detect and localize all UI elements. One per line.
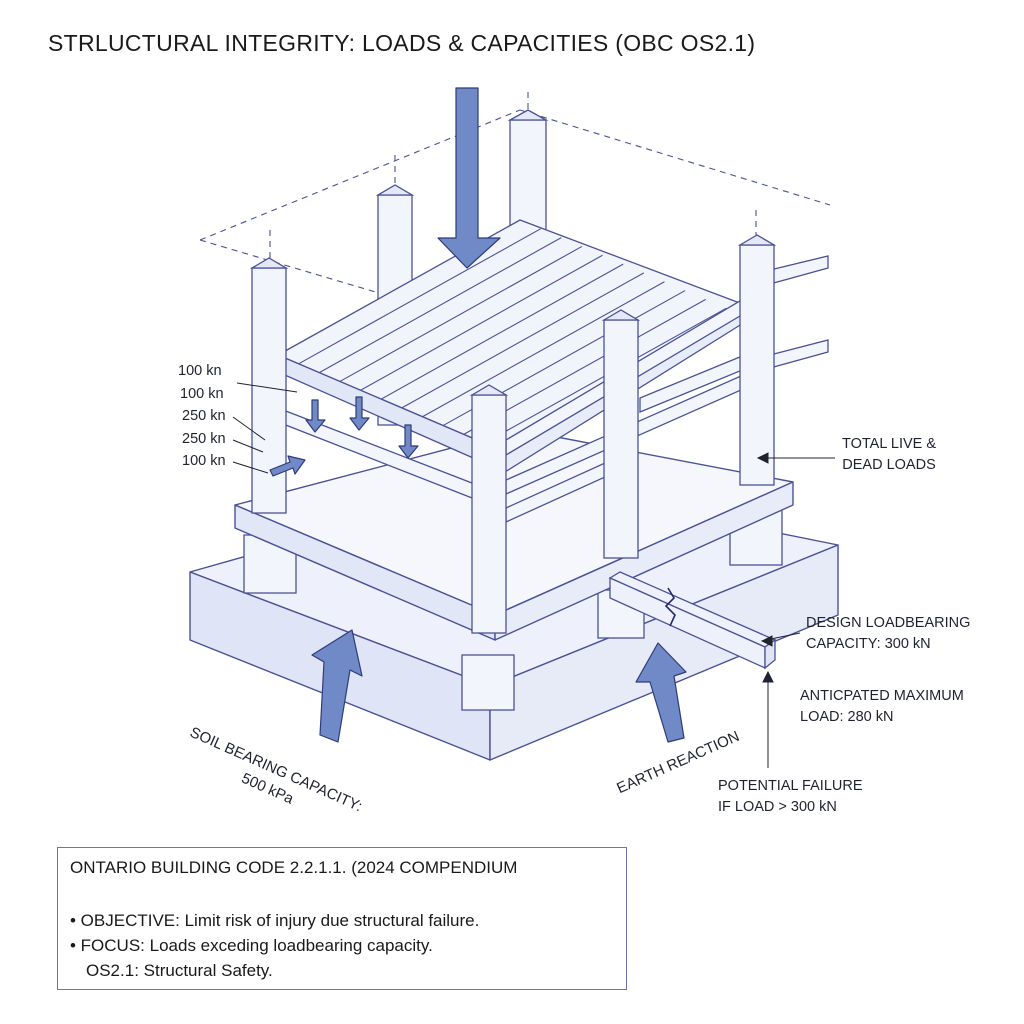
diagram-title: STRLUCTURAL INTEGRITY: LOADS & CAPACITIE… <box>48 30 756 56</box>
leader-lines <box>232 382 835 768</box>
safety-line: OS2.1: Structural Safety. <box>86 961 273 980</box>
point-load-arrow <box>349 396 370 431</box>
point-load-label: 100 kn <box>178 363 222 379</box>
code-reference-bullets: • OBJECTIVE: Limit risk of injury due st… <box>70 908 479 983</box>
total-loads-line-2: DEAD LOADS <box>842 457 936 473</box>
max-load-label: ANTICPATED MAXIMUM LOAD: 280 kN <box>800 686 964 728</box>
point-load-arrow <box>398 424 419 459</box>
top-load-arrow <box>437 87 501 269</box>
point-load-label: 100 kn <box>180 386 224 402</box>
point-load-label: 100 kn <box>182 453 226 469</box>
failure-line-2: IF LOAD > 300 kN <box>718 799 837 815</box>
platform-base <box>234 429 794 641</box>
deck-plank-line <box>422 281 665 418</box>
deck-plank-line <box>380 263 624 400</box>
total-loads-line-1: TOTAL LIVE & <box>842 436 937 452</box>
code-reference-heading: ONTARIO BUILDING CODE 2.2.1.1. (2024 COM… <box>70 858 518 877</box>
total-loads-label: TOTAL LIVE & DEAD LOADS <box>842 434 936 476</box>
load-arrows <box>269 87 687 743</box>
side-beam <box>608 571 777 670</box>
deck-plank-line <box>401 272 645 409</box>
point-load-label: 250 kn <box>182 408 226 424</box>
max-load-line-2: LOAD: 280 kN <box>800 709 894 725</box>
failure-line-1: POTENTIAL FAILURE <box>718 778 863 794</box>
soil-reaction-arrow <box>311 629 363 743</box>
deck-plank-line <box>298 228 541 365</box>
deck-plank-line <box>339 245 583 382</box>
focus-bullet: • FOCUS: Loads exceding loadbearing capa… <box>70 936 433 955</box>
deck-plank-line <box>360 254 603 391</box>
design-capacity-label: DESIGN LOADBEARING CAPACITY: 300 kN <box>806 613 970 655</box>
point-load-label: 250 kn <box>182 431 226 447</box>
failure-label: POTENTIAL FAILURE IF LOAD > 300 kN <box>718 776 863 818</box>
deck-plank-line <box>319 237 562 374</box>
design-capacity-line-2: CAPACITY: 300 kN <box>806 636 931 652</box>
objective-bullet: • OBJECTIVE: Limit risk of injury due st… <box>70 911 480 930</box>
lateral-load-arrow <box>269 455 306 477</box>
front-posts <box>249 234 777 634</box>
earth-reaction-arrow <box>635 642 687 743</box>
max-load-line-1: ANTICPATED MAXIMUM <box>800 688 964 704</box>
design-capacity-line-1: DESIGN LOADBEARING <box>806 615 971 631</box>
point-load-arrow <box>305 399 326 433</box>
code-reference-box: ONTARIO BUILDING CODE 2.2.1.1. (2024 COM… <box>57 847 627 990</box>
